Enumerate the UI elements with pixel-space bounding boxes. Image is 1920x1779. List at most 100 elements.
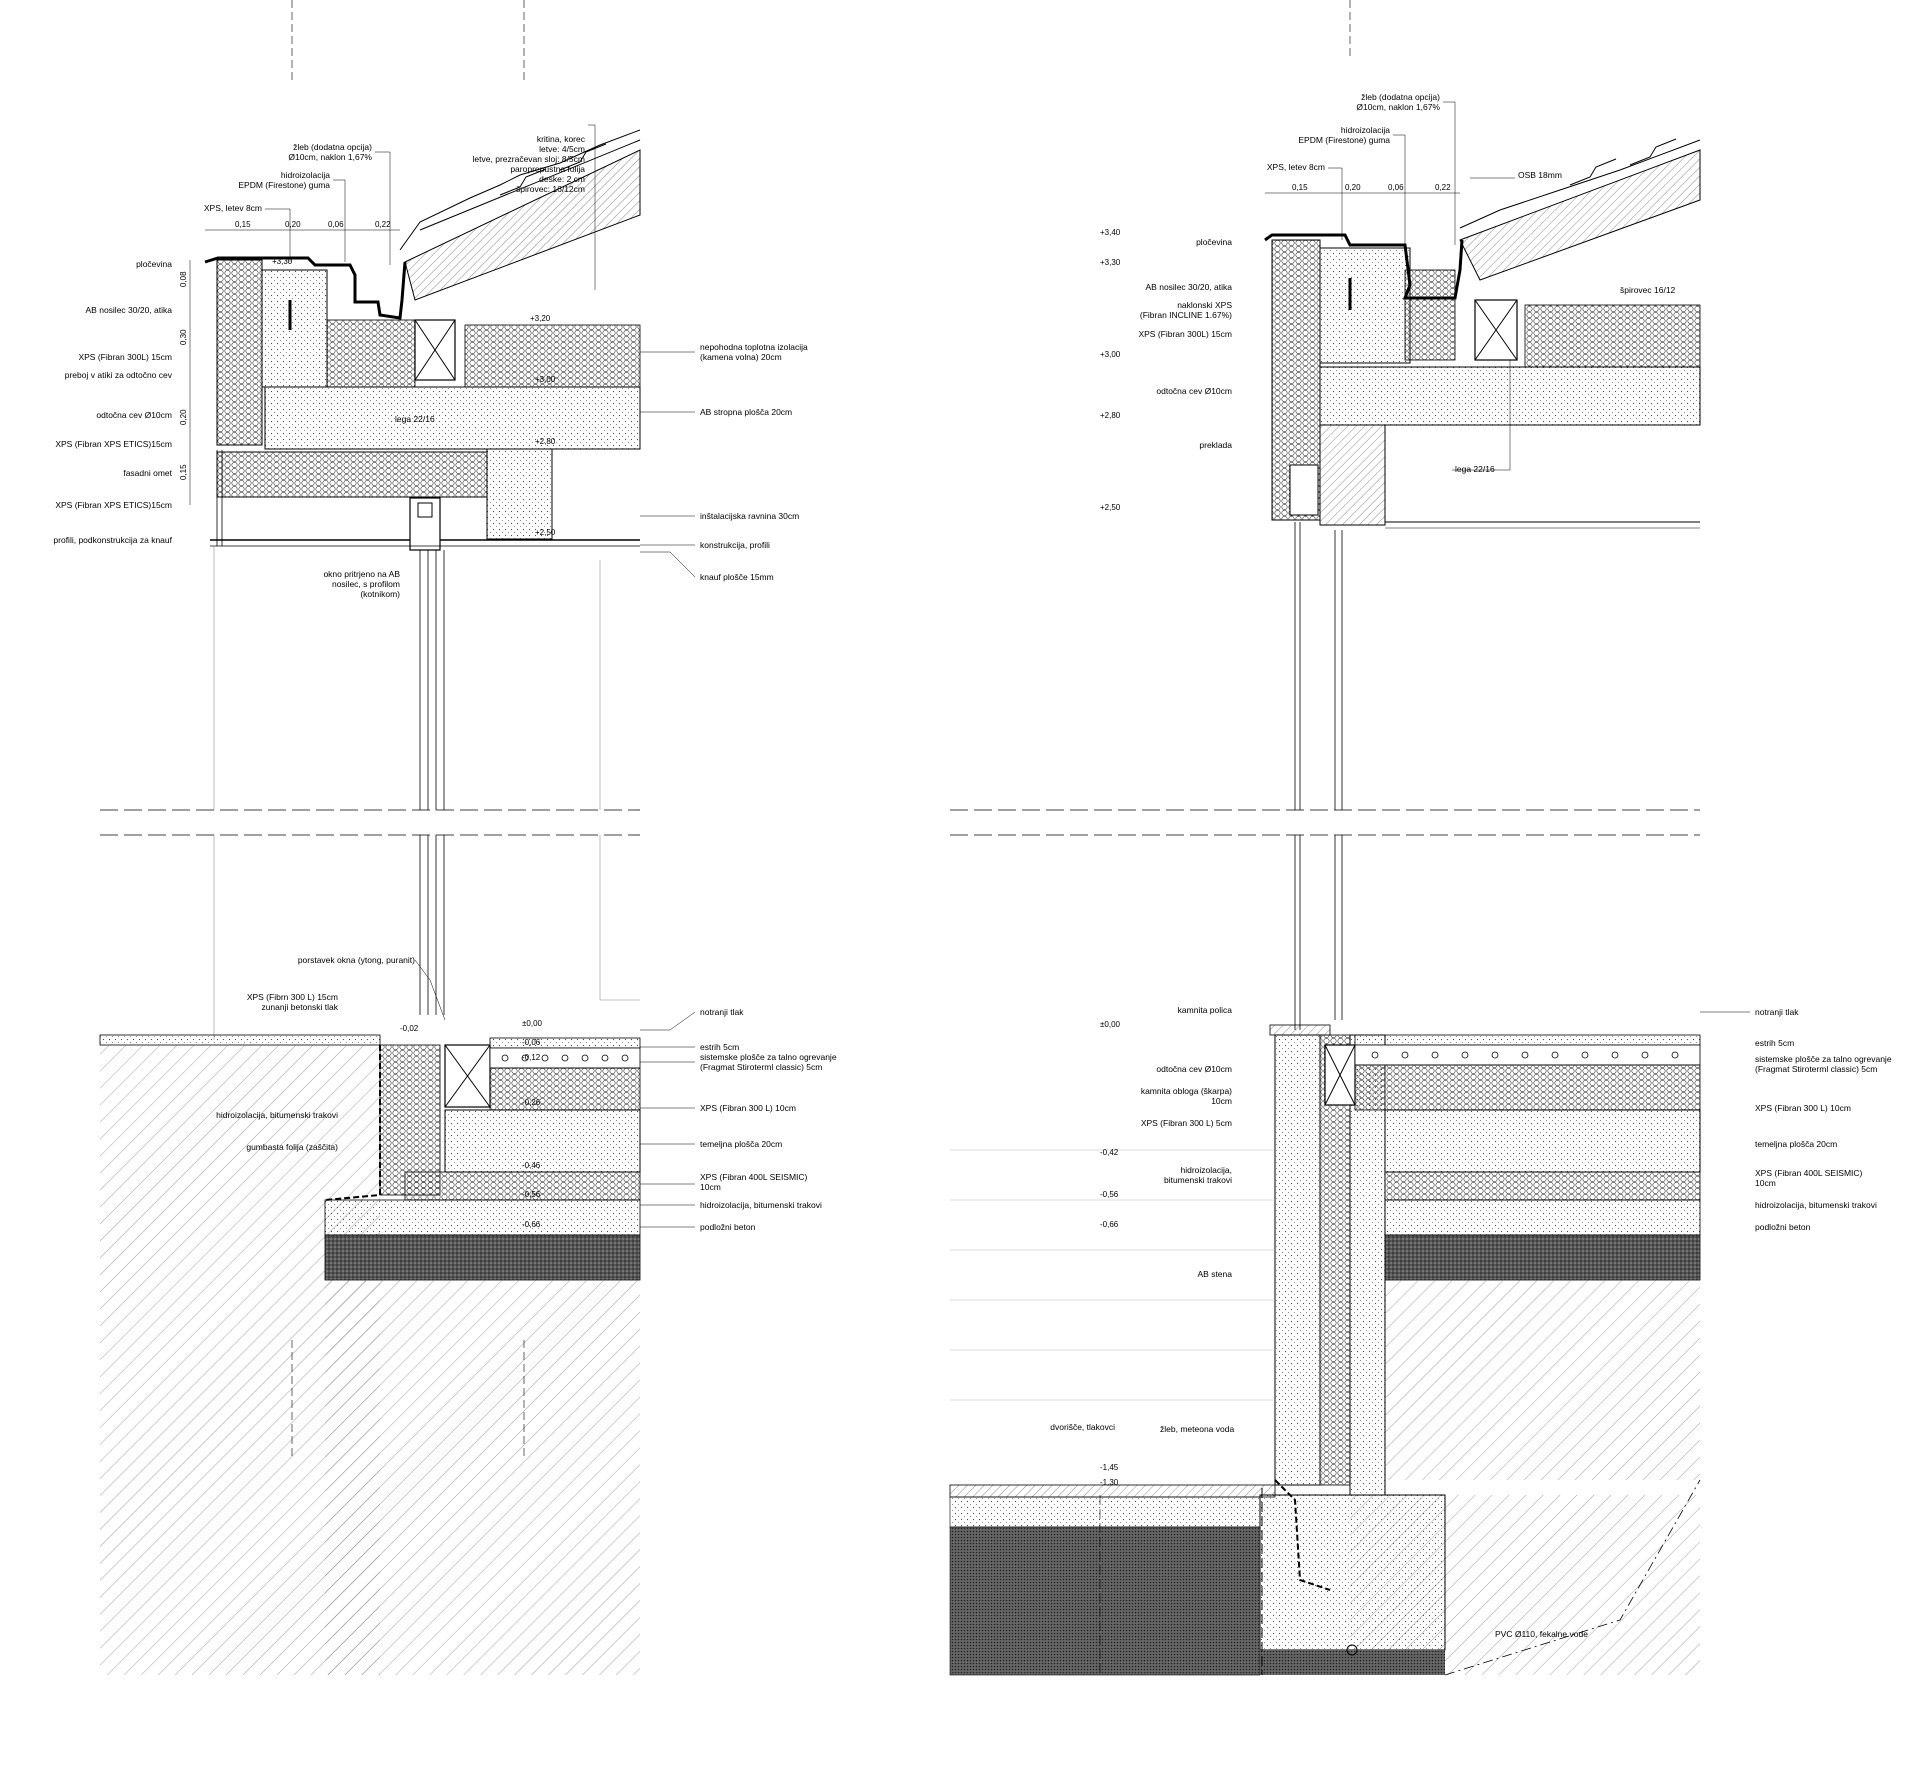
sheet-metal-right <box>1264 233 1464 300</box>
pvc-pipe <box>1444 1479 1701 1676</box>
label-window-1: okno pritrjeno na AB <box>323 569 400 579</box>
roof-insulation-right <box>1524 304 1701 368</box>
label-r-gutter-1: žleb (dodatna opcija) <box>1361 92 1440 102</box>
label-r-osb: OSB 18mm <box>1518 170 1562 180</box>
heating-panels-left <box>489 1047 641 1069</box>
label-r-ab-beam: AB nosilec 30/20, atika <box>1146 282 1233 292</box>
sub-concrete-right <box>1384 1199 1701 1236</box>
level-rf-5: -1,45 <box>1100 1463 1119 1472</box>
right-detail <box>949 0 1701 1676</box>
dims-horizontal-left: 0,15 0,20 0,06 0,22 <box>205 220 400 231</box>
label-inner-floor: notranji tlak <box>700 1007 744 1017</box>
levels-left-floor: -0,02 ±0,00 -0,06 -0,12 -0,26 -0,46 -0,5… <box>400 1019 543 1229</box>
label-vapour-foil: paroprepustna folija <box>510 164 585 174</box>
dim-h-1: 0,15 <box>235 220 251 229</box>
label-r-hydro-1-floor: hidroizolacija, <box>1181 1165 1233 1175</box>
label-foundation: temeljna plošča 20cm <box>700 1139 782 1149</box>
label-r-stone-sill: kamnita polica <box>1178 1005 1233 1015</box>
level-r-5: +2,50 <box>1100 503 1121 512</box>
label-r-rafter: špirovec 16/12 <box>1620 285 1676 295</box>
label-window-ext: porstavek okna (ytong, puranit) <box>298 955 415 965</box>
label-r-stone-clad-2: 10cm <box>1211 1096 1232 1106</box>
label-r-pvc: PVC Ø110, fekalne vode <box>1495 1629 1588 1639</box>
left-detail <box>99 0 641 1675</box>
label-rafter: špirovec: 16/12cm <box>516 184 585 194</box>
label-r-sub-concrete: podložni beton <box>1755 1222 1811 1232</box>
label-r-incline-1: naklonski XPS <box>1177 300 1232 310</box>
label-slab: AB stropna plošča 20cm <box>700 407 792 417</box>
level-rf-1: ±0,00 <box>1100 1020 1121 1029</box>
dim-rh-2: 0,20 <box>1345 183 1361 192</box>
bitumen-hydro-left <box>324 1045 381 1201</box>
exterior-paving <box>99 1034 381 1046</box>
label-xps-batten: XPS, letev 8cm <box>204 203 262 213</box>
dim-v-2: 0,30 <box>179 329 188 345</box>
level-lf-2: ±0,00 <box>522 1019 543 1028</box>
label-knauf: knauf plošče 15mm <box>700 572 774 582</box>
etics-xps <box>216 451 488 498</box>
label-r-xps-5: XPS (Fibran 300 L) 5cm <box>1141 1118 1232 1128</box>
label-r-hydro-1: hidroizolacija <box>1341 125 1390 135</box>
label-r-hydro-2: EPDM (Firestone) guma <box>1298 135 1390 145</box>
label-heating-2: (Fragmat Stiroterml classic) 5cm <box>700 1062 822 1072</box>
label-xps-fibm: XPS (Fibrn 300 L) 15cm <box>247 992 338 1002</box>
label-r-foundation: temeljna plošča 20cm <box>1755 1139 1837 1149</box>
label-sub-concrete: podložni beton <box>700 1222 756 1232</box>
label-tile: kritina, korec <box>537 134 586 144</box>
dim-v-3: 0,20 <box>179 409 188 425</box>
gutter-pipe <box>1274 1479 1331 1591</box>
label-r-heating-1: sistemske plošče za talno ogrevanje <box>1755 1054 1892 1064</box>
label-seismic-2: 10cm <box>700 1182 721 1192</box>
ab-beam-right <box>1319 247 1411 364</box>
label-window-2: nosilec, s profilom <box>332 579 400 589</box>
label-profiles: profili, podkonstrukcija za knauf <box>53 535 172 545</box>
label-r-gutter-2: Ø10cm, naklon 1,67% <box>1356 102 1440 112</box>
label-lega: lega 22/16 <box>395 414 435 424</box>
label-hydro-bit: hidroizolacija, bitumenski trakovi <box>700 1200 822 1210</box>
label-construction: konstrukcija, profili <box>700 540 770 550</box>
sub-concrete-left <box>324 1199 641 1236</box>
screed-right <box>1354 1034 1701 1046</box>
foundation-right <box>1384 1109 1701 1173</box>
lintel <box>486 448 553 540</box>
xps-floor-right <box>1354 1064 1701 1111</box>
foundation-left <box>444 1109 641 1173</box>
dim-h-4: 0,22 <box>375 220 391 229</box>
level-l-5: +2,50 <box>535 528 556 537</box>
level-lf-1: -0,02 <box>400 1024 419 1033</box>
label-r-seismic-1: XPS (Fibran 400L SEISMIC) <box>1755 1168 1863 1178</box>
label-r-sheet-metal: pločevina <box>1196 237 1232 247</box>
level-lf-5: -0,26 <box>522 1098 541 1107</box>
label-r-hydro-bit: hidroizolacija, bitumenski trakovi <box>1755 1200 1877 1210</box>
label-boards: deske: 2 cm <box>539 174 585 184</box>
label-hydro-2: EPDM (Firestone) guma <box>238 180 330 190</box>
level-l-2: +3,20 <box>530 314 551 323</box>
level-r-3: +3,00 <box>1100 350 1121 359</box>
label-r-seismic-2: 10cm <box>1755 1178 1776 1188</box>
dim-v-1: 0,08 <box>179 271 188 287</box>
label-r-xps-10: XPS (Fibran 300 L) 10cm <box>1755 1103 1851 1113</box>
label-r-inner-floor: notranji tlak <box>1755 1007 1799 1017</box>
label-sheet-metal: pločevina <box>136 259 172 269</box>
window-head <box>409 497 441 551</box>
label-r-hydro-2-floor: bitumenski trakovi <box>1164 1175 1232 1185</box>
dim-rh-1: 0,15 <box>1292 183 1308 192</box>
dims-vertical-left: 0,08 0,30 0,20 0,15 <box>179 260 191 505</box>
wall-xps-right <box>1319 1034 1351 1486</box>
dim-h-2: 0,20 <box>285 220 301 229</box>
label-r-drain-pipe: odtočna cev Ø10cm <box>1156 386 1232 396</box>
label-thermal-1: nepohodna toplotna izolacija <box>700 342 808 352</box>
ab-attic-beam <box>261 269 328 388</box>
label-r-xps-batten: XPS, letev 8cm <box>1267 162 1325 172</box>
label-r-ab-wall: AB stena <box>1198 1269 1233 1279</box>
roof-insulation <box>464 324 641 388</box>
level-lf-3: -0,06 <box>522 1038 541 1047</box>
label-ext-paving: zunanji betonski tlak <box>261 1002 338 1012</box>
label-gutter-1: žleb (dodatna opcija) <box>293 142 372 152</box>
level-l-4: +2,80 <box>535 437 556 446</box>
dims-horizontal-right: 0,15 0,20 0,06 0,22 <box>1265 183 1460 194</box>
label-drain-pipe: odtočna cev Ø10cm <box>96 410 172 420</box>
right-roof-labels: žleb (dodatna opcija) Ø10cm, naklon 1,67… <box>1100 92 1676 512</box>
level-rf-3: -0,56 <box>1100 1190 1119 1199</box>
